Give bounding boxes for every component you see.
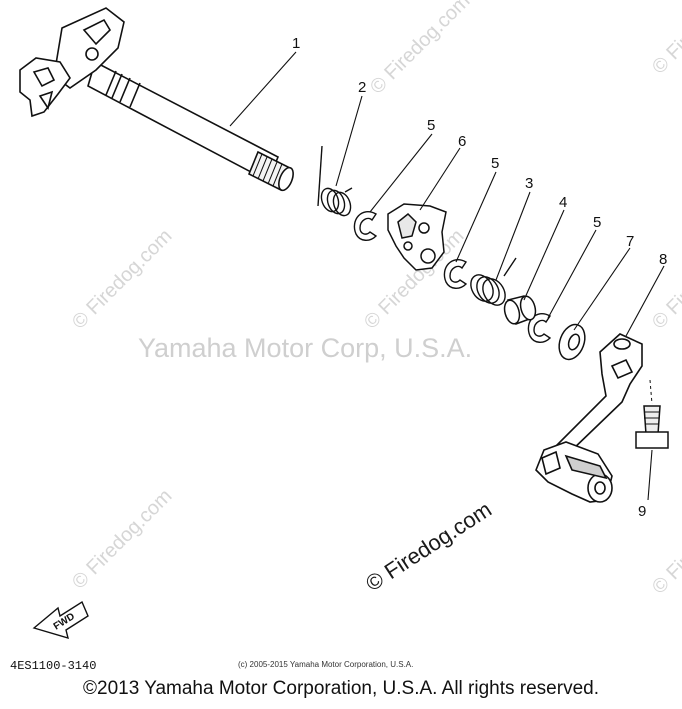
callout-5: 5 bbox=[491, 155, 499, 172]
shift-shaft-part bbox=[19, 7, 294, 192]
callout-2: 2 bbox=[358, 79, 366, 96]
watermark-site: © Firedog.com bbox=[648, 490, 682, 599]
bolt-part bbox=[635, 379, 669, 449]
footer-copyright: ©2013 Yamaha Motor Corporation, U.S.A. A… bbox=[83, 678, 599, 699]
callout-6: 6 bbox=[458, 133, 466, 150]
circlip-part bbox=[527, 313, 552, 343]
watermark-site: © Firedog.com bbox=[68, 225, 177, 334]
washer-part bbox=[558, 323, 586, 361]
small-copyright: (c) 2005-2015 Yamaha Motor Corporation, … bbox=[238, 660, 413, 669]
callout-5: 5 bbox=[427, 117, 435, 134]
spring-part bbox=[470, 257, 517, 306]
watermark-site: © Firedog.com bbox=[648, 225, 682, 334]
callout-4: 4 bbox=[559, 194, 567, 211]
watermark-site: © Firedog.com bbox=[366, 0, 475, 99]
circlip-part bbox=[353, 211, 378, 241]
watermark-site-dark: © Firedog.com bbox=[361, 496, 496, 596]
torsion-spring-part bbox=[317, 145, 353, 217]
fwd-arrow-icon: FWD bbox=[32, 600, 89, 640]
callout-1: 1 bbox=[292, 35, 300, 52]
callout-5: 5 bbox=[593, 214, 601, 231]
leader-lines bbox=[229, 51, 665, 501]
diagram-code: 4ES1100-3140 bbox=[10, 659, 96, 673]
callout-8: 8 bbox=[659, 251, 667, 268]
collar-part bbox=[503, 295, 537, 325]
callout-7: 7 bbox=[626, 233, 634, 250]
watermark-brand: Yamaha Motor Corp, U.S.A. bbox=[138, 333, 472, 363]
callout-3: 3 bbox=[525, 175, 533, 192]
shift-arm-part bbox=[387, 203, 447, 271]
shift-pedal-part bbox=[535, 333, 643, 503]
circlip-part bbox=[443, 259, 468, 289]
watermark-site: © Firedog.com bbox=[68, 485, 177, 594]
callout-9: 9 bbox=[638, 503, 646, 520]
watermark-site: © Firedog.com bbox=[648, 0, 682, 79]
